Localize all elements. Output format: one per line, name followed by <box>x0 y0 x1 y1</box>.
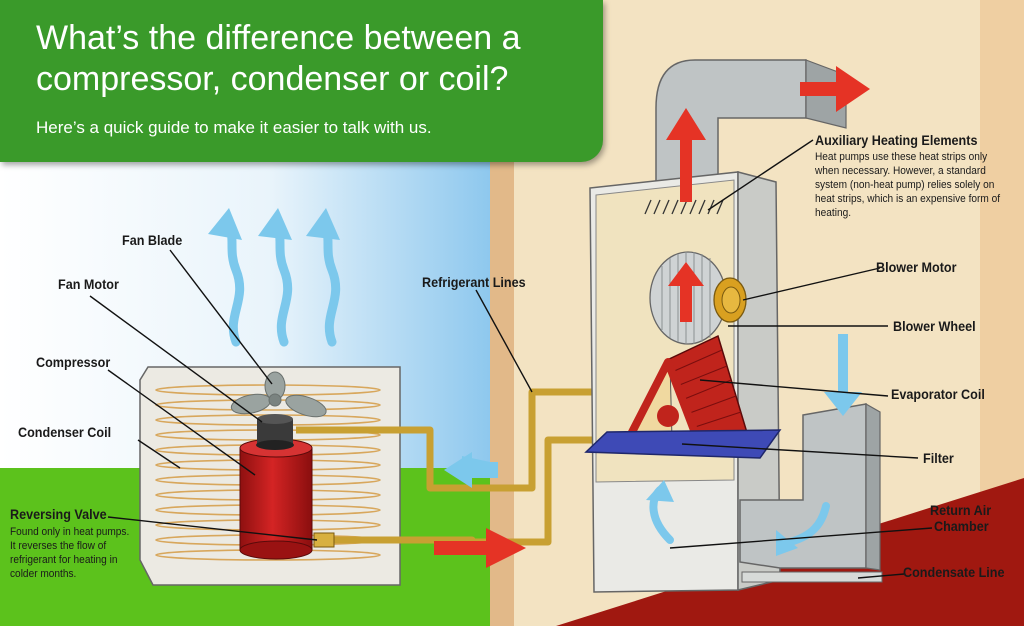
fan-blade-shape <box>230 371 327 418</box>
heat-strips <box>644 199 724 215</box>
page-subtitle: Here’s a quick guide to make it easier t… <box>36 118 432 137</box>
label-blower-wheel: Blower Wheel <box>893 318 976 334</box>
label-blower-motor: Blower Motor <box>876 259 957 275</box>
label-condensate-line: Condensate Line <box>903 564 1005 580</box>
return-air-duct <box>739 402 881 571</box>
label-fan-blade: Fan Blade <box>122 232 183 248</box>
evaporator-coil-shape <box>624 334 749 450</box>
label-compressor: Compressor <box>36 354 111 370</box>
label-fan-motor: Fan Motor <box>58 276 119 292</box>
outdoor-condenser-unit <box>139 366 401 586</box>
label-reversing-valve: Reversing Valve <box>10 506 107 522</box>
indoor-air-handler <box>584 59 883 593</box>
label-refrigerant-lines: Refrigerant Lines <box>422 274 526 290</box>
compressor-cylinder <box>239 447 313 551</box>
condensate-line-shape <box>741 571 883 583</box>
label-filter: Filter <box>923 450 954 466</box>
label-condenser-coil: Condenser Coil <box>18 424 112 440</box>
label-return-air-line1: Return Air <box>930 502 992 518</box>
leader-lines <box>89 139 933 579</box>
note-reversing-valve: Found only in heat pumps. It reverses th… <box>10 526 130 580</box>
label-evaporator-coil: Evaporator Coil <box>891 386 985 402</box>
label-auxiliary-heating: Auxiliary Heating Elements <box>815 132 978 148</box>
label-return-air-line2: Chamber <box>934 518 989 534</box>
warm-air-arrows <box>434 66 870 568</box>
note-auxiliary-heating: Heat pumps use these heat strips only wh… <box>815 151 1001 219</box>
title-banner: What’s the difference between a compress… <box>0 0 603 162</box>
page-title: What’s the difference between a compress… <box>36 19 521 98</box>
